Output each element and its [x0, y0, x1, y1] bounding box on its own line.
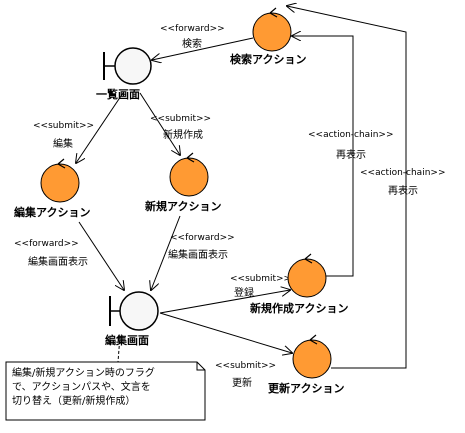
- svg-text:更新: 更新: [232, 376, 252, 389]
- new-create-action-node[interactable]: 新規作成アクション: [250, 253, 348, 315]
- control-icon: [292, 339, 332, 379]
- svg-text:新規作成アクション: 新規作成アクション: [250, 301, 348, 315]
- edit-screen-node[interactable]: 編集画面: [105, 291, 159, 347]
- edit-action-node[interactable]: 編集アクション: [14, 158, 90, 219]
- svg-text:<<action-chain>>: <<action-chain>>: [308, 130, 394, 140]
- note-connector: [117, 335, 121, 363]
- svg-text:<<forward>>: <<forward>>: [160, 24, 225, 34]
- boundary-icon: [103, 47, 152, 85]
- svg-text:検索アクション: 検索アクション: [230, 52, 306, 66]
- svg-text:<<submit>>: <<submit>>: [150, 114, 211, 124]
- svg-text:<<forward>>: <<forward>>: [170, 233, 235, 243]
- svg-text:編集画面表示: 編集画面表示: [28, 255, 88, 268]
- svg-text:<<submit>>: <<submit>>: [33, 121, 94, 131]
- edge-list-to-edit: <<submit>> 編集: [33, 92, 124, 163]
- edge-search-to-list: <<forward>> 検索: [152, 24, 254, 60]
- edge-screen-to-update: <<submit>> 更新: [159, 312, 292, 389]
- edge-update-to-search: <<action-chain>> 再表示: [287, 6, 446, 369]
- edge-edit-to-screen: <<forward>> 編集画面表示: [14, 221, 124, 290]
- note-line-1: 編集/新規アクション時のフラグ: [12, 366, 155, 379]
- svg-text:<<forward>>: <<forward>>: [14, 239, 79, 249]
- edge-list-to-new: <<submit>> 新規作成: [139, 92, 211, 155]
- edge-newcreate-to-search: <<action-chain>> 再表示: [292, 36, 394, 277]
- svg-text:編集アクション: 編集アクション: [14, 205, 90, 219]
- note: 編集/新規アクション時のフラグ で、アクションパスや、文言を 切り替え（更新/新…: [5, 361, 206, 421]
- control-icon: [287, 258, 327, 298]
- svg-text:更新アクション: 更新アクション: [268, 381, 344, 395]
- search-action-node[interactable]: 検索アクション: [230, 7, 306, 66]
- svg-text:<<action-chain>>: <<action-chain>>: [360, 168, 446, 178]
- svg-text:<<submit>>: <<submit>>: [215, 361, 276, 371]
- svg-text:編集画面: 編集画面: [105, 333, 149, 347]
- list-screen-node[interactable]: 一覧画面: [96, 47, 152, 101]
- note-line-2: で、アクションパスや、文言を: [12, 380, 151, 393]
- update-action-node[interactable]: 更新アクション: [268, 334, 344, 395]
- svg-text:検索: 検索: [182, 37, 202, 50]
- svg-text:<<submit>>: <<submit>>: [230, 274, 291, 284]
- svg-text:新規作成: 新規作成: [163, 128, 203, 141]
- edge-new-to-screen: <<forward>> 編集画面表示: [151, 215, 235, 290]
- svg-text:再表示: 再表示: [336, 148, 366, 161]
- edge-screen-to-newcreate: <<submit>> 登録: [159, 274, 291, 314]
- svg-text:登録: 登録: [234, 286, 254, 299]
- svg-text:編集: 編集: [53, 137, 73, 150]
- svg-text:編集画面表示: 編集画面表示: [168, 248, 228, 261]
- control-icon: [252, 12, 292, 52]
- svg-text:一覧画面: 一覧画面: [96, 87, 140, 101]
- svg-text:再表示: 再表示: [388, 184, 418, 197]
- control-icon: [169, 157, 209, 197]
- svg-text:新規アクション: 新規アクション: [145, 199, 221, 213]
- control-icon: [40, 163, 80, 203]
- note-line-3: 切り替え（更新/新規作成）: [12, 394, 135, 407]
- new-action-node[interactable]: 新規アクション: [145, 152, 221, 213]
- boundary-icon: [109, 291, 159, 331]
